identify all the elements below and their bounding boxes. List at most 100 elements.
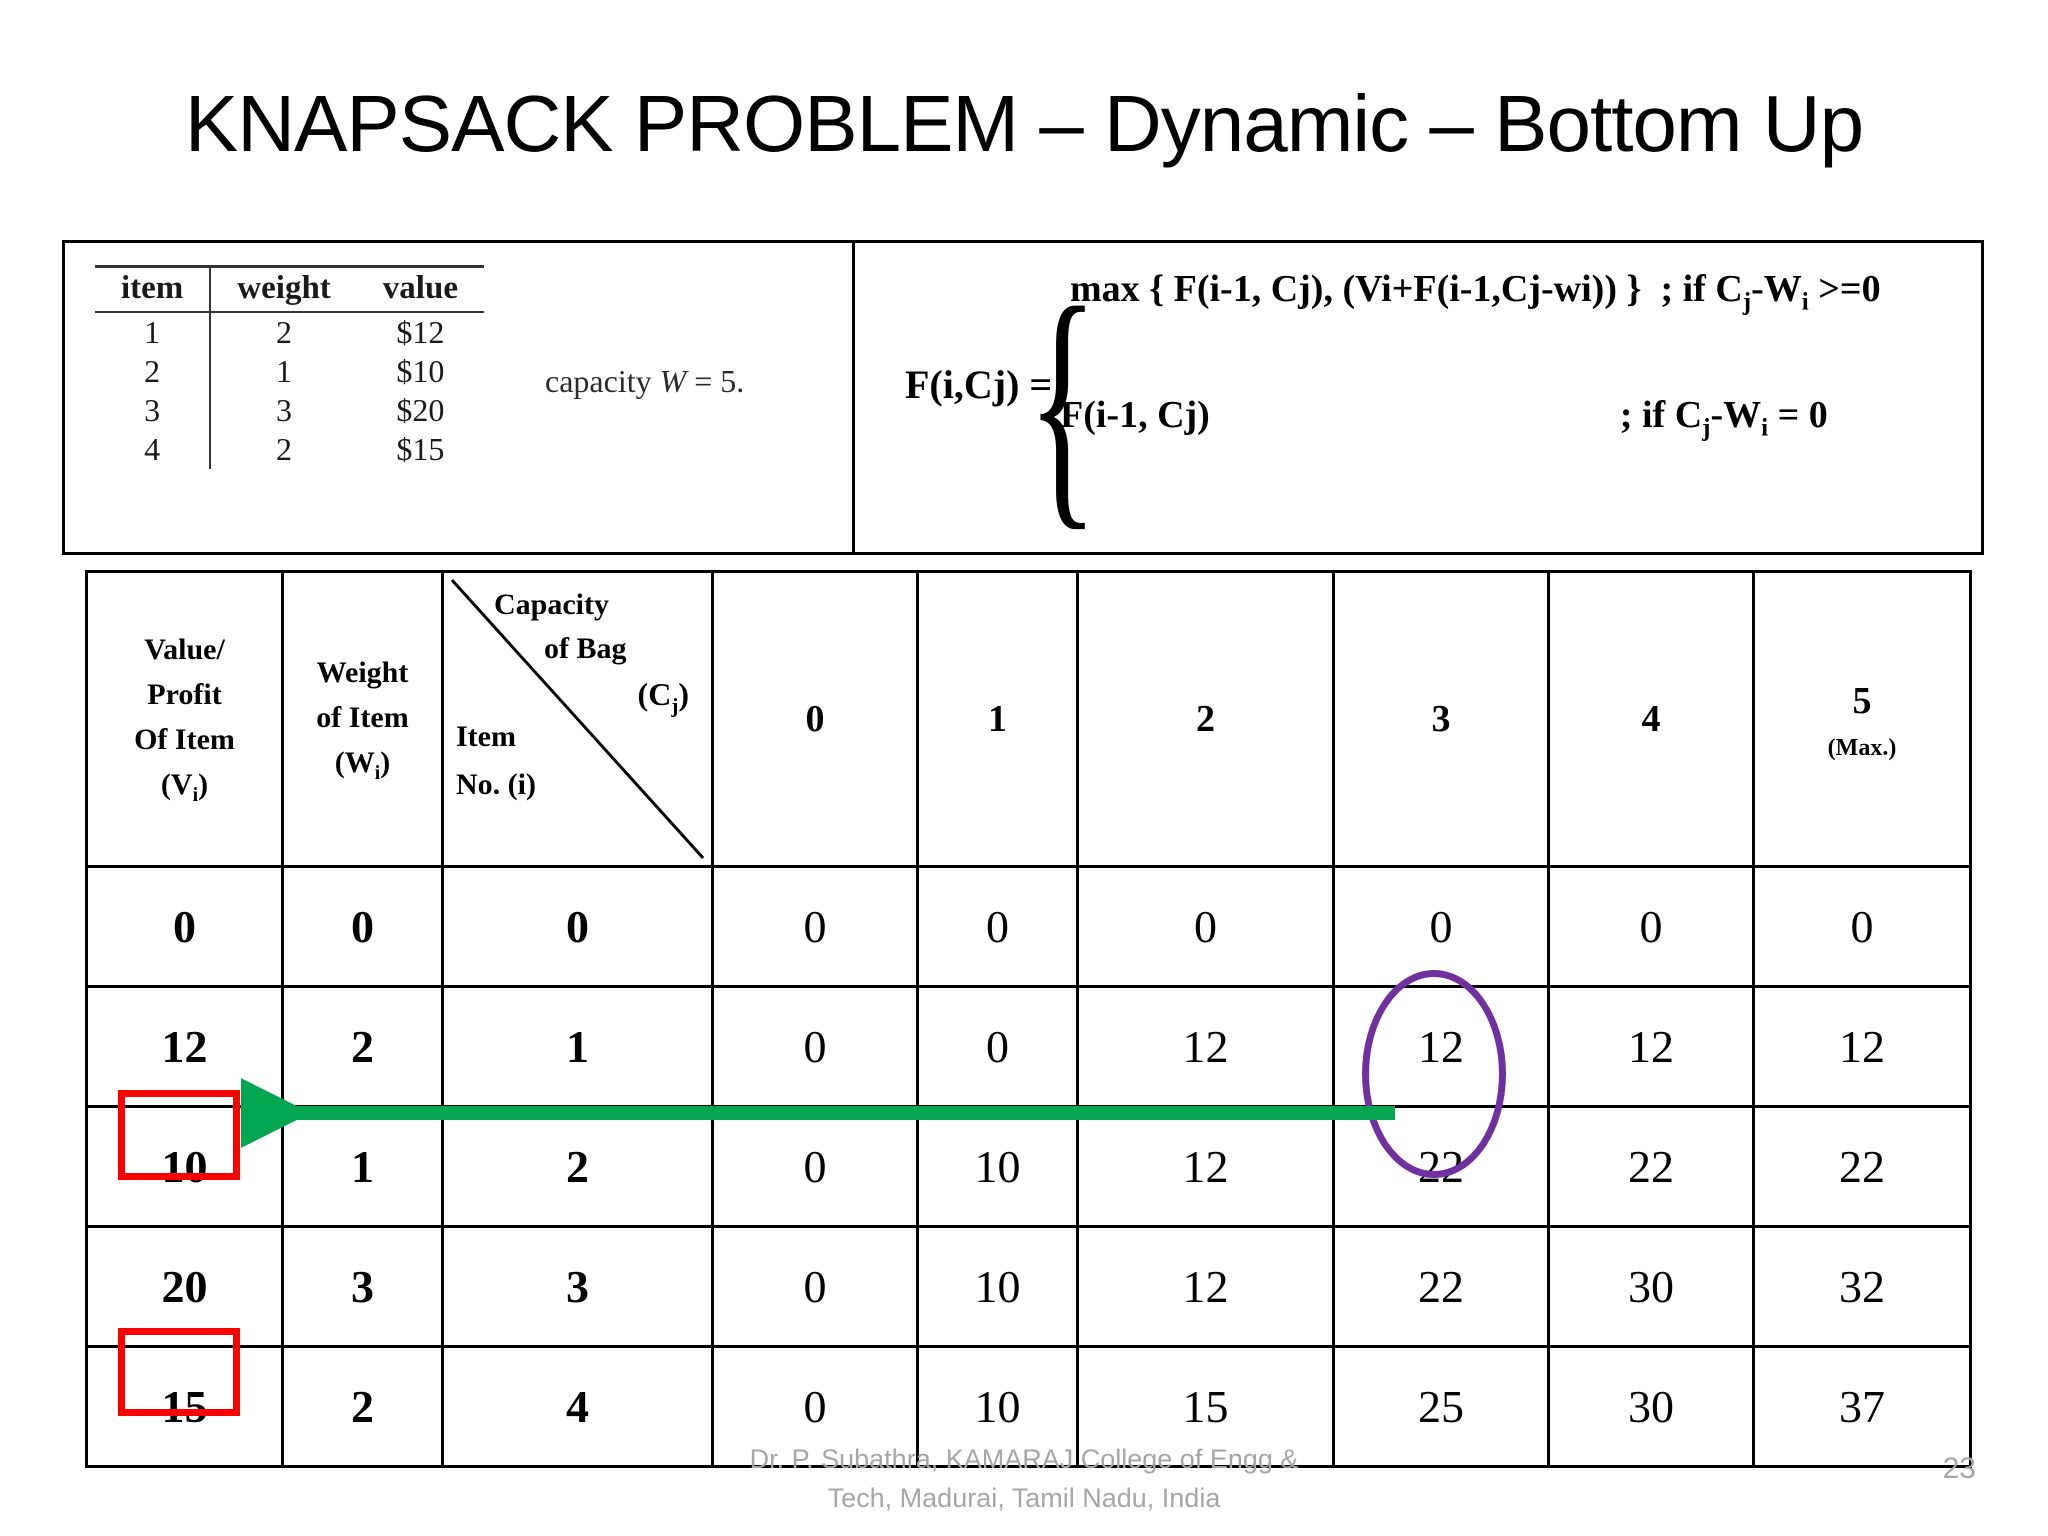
dp-table-row: 0 0 0 0 0 0 0 0 0 (85, 865, 1972, 988)
dp-table-row: 15 2 4 0 10 15 25 30 37 (85, 1345, 1972, 1468)
dp-cell-c5: 37 (1752, 1345, 1972, 1468)
dp-cell-weight: 2 (281, 1345, 444, 1468)
item-cell-weight: 1 (276, 353, 293, 389)
item-cell-value: $10 (396, 353, 445, 389)
dp-cell-itemno: 1 (441, 985, 714, 1108)
dp-cell-c5: 32 (1752, 1225, 1972, 1348)
dp-header-capacity-3: 3 (1332, 570, 1550, 868)
item-table-row: 1 2 $12 (95, 312, 484, 352)
footer-credit: Dr. P. Subathra, KAMARAJ College of Engg… (0, 1440, 2048, 1518)
dp-table-row: 10 1 2 0 10 12 22 22 22 (85, 1105, 1972, 1228)
dp-cell-c2: 12 (1076, 1105, 1335, 1228)
item-table-row: 2 1 $10 (95, 352, 484, 391)
dp-cell-c3: 12 (1332, 985, 1550, 1108)
dp-header-capacity-label: Capacity (494, 588, 609, 621)
dp-cell-c0: 0 (711, 1345, 919, 1468)
formula-case-1: max { F(i-1, Cj), (Vi+F(i-1,Cj-wi)) } ; … (1070, 267, 1881, 317)
item-cell-weight: 2 (276, 314, 293, 350)
page-number: 23 (1942, 1452, 1976, 1485)
formula-brace-icon: { (1027, 253, 1099, 552)
dp-cell-value: 10 (85, 1105, 284, 1228)
item-table-row: 3 3 $20 (95, 391, 484, 430)
dp-header-row: Value/ Profit Of Item (Vi) Weight of Ite… (85, 570, 1972, 868)
item-cell-id: 3 (95, 391, 212, 430)
dp-header-capacity-vs-item: Capacity of Bag (Cj) Item No. (i) (441, 570, 714, 868)
capacity-note-suffix: = 5. (686, 363, 745, 399)
dp-header-capacity-4: 4 (1547, 570, 1755, 868)
dp-header-itemno-label: No. (i) (456, 768, 536, 801)
dp-cell-c4: 22 (1547, 1105, 1755, 1228)
dp-cell-c5: 0 (1752, 865, 1972, 988)
dp-cell-itemno: 4 (441, 1345, 714, 1468)
capacity-note-prefix: capacity (545, 363, 660, 399)
item-cell-value: $20 (396, 392, 445, 428)
formula-case1-condition: ; if Cj-Wi >=0 (1660, 268, 1881, 316)
dp-header-weight-of-item: Weight of Item (Wi) (281, 570, 444, 868)
dp-table-row: 12 2 1 0 0 12 12 12 12 (85, 985, 1972, 1108)
formula-lhs: F(i,Cj) = (905, 362, 1053, 407)
formula-case2-condition: ; if Cj-Wi = 0 (1619, 394, 1828, 442)
footer-line-1: Dr. P. Subathra, KAMARAJ College of Engg… (749, 1444, 1299, 1474)
dp-header-item-label: Item (456, 720, 516, 753)
dp-cell-c1: 0 (916, 985, 1079, 1108)
item-table-header-item: item (95, 265, 212, 313)
dp-cell-c1: 10 (916, 1225, 1079, 1348)
dp-cell-c0: 0 (711, 985, 919, 1108)
item-table-header-weight: weight (210, 265, 357, 313)
page-title: KNAPSACK PROBLEM – Dynamic – Bottom Up (184, 79, 1864, 168)
capacity-note: capacity W = 5. (545, 363, 744, 400)
dp-cell-c4: 30 (1547, 1345, 1755, 1468)
dp-cell-c2: 15 (1076, 1345, 1335, 1468)
dp-cell-c5: 22 (1752, 1105, 1972, 1228)
dp-cell-c0: 0 (711, 865, 919, 988)
dp-cell-c4: 30 (1547, 1225, 1755, 1348)
dp-cell-c0: 0 (711, 1225, 919, 1348)
dp-cell-c5: 12 (1752, 985, 1972, 1108)
footer-line-2: Tech, Madurai, Tamil Nadu, India (827, 1483, 1221, 1514)
formula-case1-expression: max { F(i-1, Cj), (Vi+F(i-1,Cj-wi)) } (1070, 268, 1642, 310)
capacity-note-var: W (659, 363, 687, 399)
dp-cell-c2: 12 (1076, 1225, 1335, 1348)
dp-header-capacity-0: 0 (711, 570, 919, 868)
dp-header-capacity-2: 2 (1076, 570, 1335, 868)
dp-header-cj-label: (Cj) (637, 676, 689, 718)
dp-cell-itemno: 2 (441, 1105, 714, 1228)
dp-cell-c0: 0 (711, 1105, 919, 1228)
dp-cell-c4: 12 (1547, 985, 1755, 1108)
formula-case2-expression: F(i-1, Cj) (1060, 394, 1210, 436)
dp-cell-c3: 25 (1332, 1345, 1550, 1468)
item-cell-value: $15 (396, 431, 445, 467)
item-weight-value-table: item weight value 1 2 $12 2 1 $10 3 (95, 265, 484, 469)
item-table-row: 4 2 $15 (95, 430, 484, 469)
dp-table-row: 20 3 3 0 10 12 22 30 32 (85, 1225, 1972, 1348)
dp-cell-c1: 10 (916, 1105, 1079, 1228)
dp-cell-weight: 2 (281, 985, 444, 1108)
dp-cell-value: 0 (85, 865, 284, 988)
top-info-band: item weight value 1 2 $12 2 1 $10 3 (62, 240, 1984, 555)
dp-cell-c1: 10 (916, 1345, 1079, 1468)
dp-cell-c3: 22 (1332, 1225, 1550, 1348)
item-data-panel: item weight value 1 2 $12 2 1 $10 3 (65, 243, 855, 552)
dp-cell-c3: 0 (1332, 865, 1550, 988)
dp-cell-c2: 12 (1076, 985, 1335, 1108)
dp-cell-value: 20 (85, 1225, 284, 1348)
item-cell-id: 2 (95, 352, 212, 391)
dp-cell-c3: 22 (1332, 1105, 1550, 1228)
dp-header-capacity-1: 1 (916, 570, 1079, 868)
item-cell-weight: 3 (276, 392, 293, 428)
dp-cell-weight: 1 (281, 1105, 444, 1228)
item-table-header-value: value (356, 265, 484, 313)
item-cell-id: 4 (95, 430, 212, 469)
recurrence-formula-panel: F(i,Cj) = { max { F(i-1, Cj), (Vi+F(i-1,… (855, 243, 1981, 552)
dp-cell-weight: 3 (281, 1225, 444, 1348)
dp-header-max-note: (Max.) (1827, 734, 1897, 761)
dp-cell-c4: 0 (1547, 865, 1755, 988)
dp-cell-weight: 0 (281, 865, 444, 988)
item-cell-value: $12 (396, 314, 445, 350)
dp-cell-value: 12 (85, 985, 284, 1108)
dynamic-programming-table: Value/ Profit Of Item (Vi) Weight of Ite… (85, 570, 1972, 1468)
dp-cell-itemno: 3 (441, 1225, 714, 1348)
dp-cell-itemno: 0 (441, 865, 714, 988)
dp-header-ofbag-label: of Bag (544, 632, 627, 665)
dp-cell-c1: 0 (916, 865, 1079, 988)
